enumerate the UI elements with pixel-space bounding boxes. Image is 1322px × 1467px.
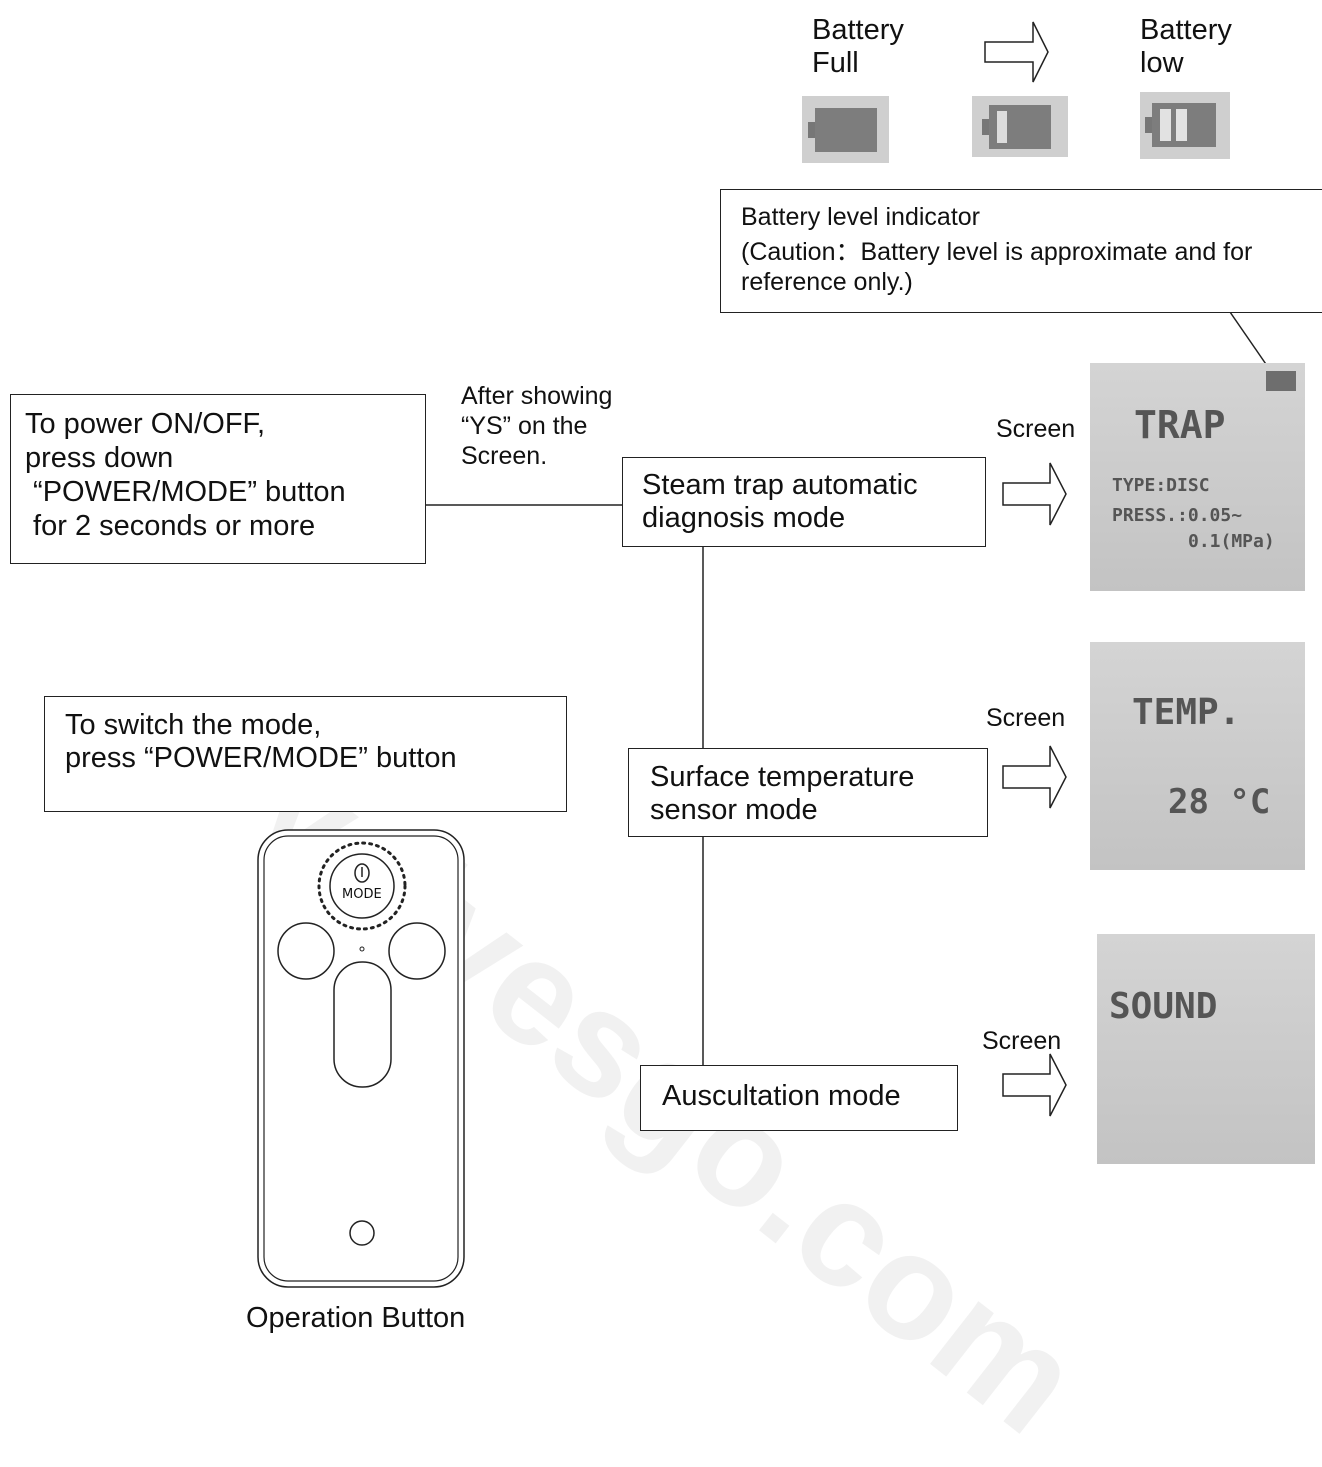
mode-label-surface-temp: Surface temperature sensor mode [650,761,915,826]
screen-label-1: Screen [996,415,1076,443]
indicator-leader-line [1229,311,1271,371]
device-caption: Operation Button [246,1302,466,1334]
mode-button [329,853,395,919]
screen-arrow-icon-2 [1002,745,1067,809]
indicator-dot [359,946,365,952]
diagram-lines [257,21,1271,1288]
battery-arrow-icon [984,21,1049,83]
mode-label-steam-trap: Steam trap automatic diagnosis mode [642,469,918,534]
lcd-line-press: PRESS.:0.05~ [1112,505,1243,526]
battery-full-label: Battery Full [812,14,904,79]
bottom-button [349,1220,375,1246]
screen-label-3: Screen [982,1027,1062,1055]
center-oval-button [333,961,392,1088]
lcd-title-trap: TRAP [1134,403,1226,447]
indicator-title: Battery level indicator [741,203,981,231]
screen-arrow-icon-3 [1002,1053,1067,1117]
power-symbol-icon [354,863,370,883]
mode-label-auscultation: Auscultation mode [662,1080,901,1112]
mode-box-surface-temp: Surface temperature sensor mode [628,748,988,837]
battery-low-label: Battery low [1140,14,1232,79]
battery-indicator-callout: Battery level indicator (Caution：Battery… [720,189,1322,313]
lcd-battery-icon [1266,371,1296,391]
mode-button-label: MODE [342,887,382,902]
battery-full-icon [802,96,889,163]
battery-mid-icon [972,96,1068,157]
power-instruction-text: To power ON/OFF, press down “POWER/MODE”… [25,408,346,542]
mode-box-steam-trap: Steam trap automatic diagnosis mode [622,457,986,547]
switch-mode-box: To switch the mode, press “POWER/MODE” b… [44,696,567,812]
switch-mode-text: To switch the mode, press “POWER/MODE” b… [65,709,457,774]
indicator-caution: (Caution：Battery level is approximate an… [741,238,1253,296]
screen-label-2: Screen [986,704,1066,732]
lcd-screen-sound: SOUND [1097,934,1315,1164]
mode-button-highlight [317,841,407,931]
right-button [388,922,446,980]
lcd-screen-trap: TRAP TYPE:DISC PRESS.:0.05~ 0.1(MPa) [1090,363,1305,591]
lcd-title-sound: SOUND [1109,986,1218,1027]
power-instruction-box: To power ON/OFF, press down “POWER/MODE”… [10,394,426,564]
screen-arrow-icon-1 [1002,462,1067,526]
lcd-line-type: TYPE:DISC [1112,475,1210,496]
lcd-title-temp: TEMP. [1132,692,1241,733]
left-button [277,922,335,980]
battery-low-icon [1140,92,1230,159]
lcd-line-range: 0.1(MPa) [1188,531,1275,552]
mode-box-auscultation: Auscultation mode [640,1065,958,1131]
lcd-screen-temp: TEMP. 28 °C [1090,642,1305,870]
after-showing-note: After showing “YS” on the Screen. [461,382,613,470]
lcd-temp-value: 28 °C [1168,782,1271,822]
